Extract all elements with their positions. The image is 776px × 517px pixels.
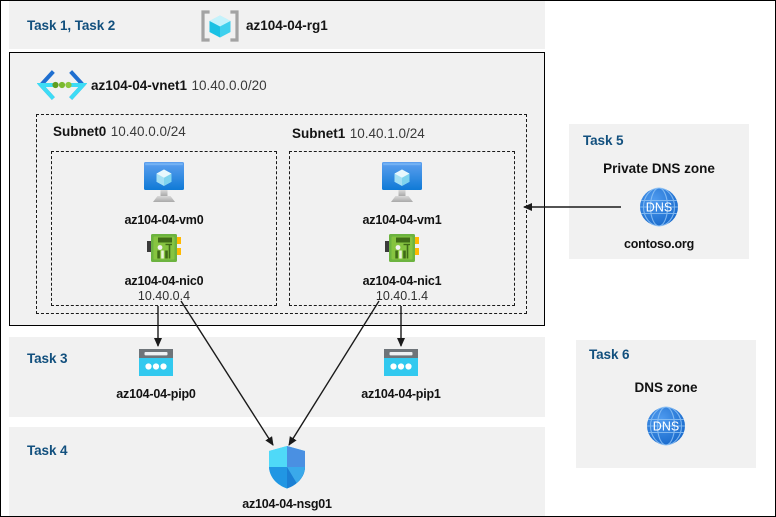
svg-text:DNS: DNS (653, 420, 679, 434)
nic1-ip: 10.40.1.4 (375, 289, 429, 303)
subnet0-name: Subnet0 (53, 124, 107, 139)
pip1-node: az104-04-pip1 (341, 346, 461, 402)
dns-zone-node: DNS (606, 403, 726, 456)
nic1-name: az104-04-nic1 (362, 274, 442, 288)
dns-zone-icon: DNS (606, 403, 726, 454)
vm0-node: az104-04-vm0 (104, 158, 224, 228)
dns-zone-icon: DNS (599, 184, 719, 235)
network-interface-icon (104, 231, 224, 272)
public-ip-address-icon (96, 346, 216, 385)
subnets-region (36, 114, 527, 314)
svg-text:DNS: DNS (646, 201, 672, 215)
subnet0-title: Subnet0 10.40.0.0/24 (53, 123, 186, 141)
task3-panel (9, 337, 545, 417)
nic0-ip: 10.40.0.4 (137, 289, 191, 303)
task6-label: Task 6 (589, 347, 630, 362)
task5-label: Task 5 (583, 133, 624, 148)
vm1-name: az104-04-vm1 (362, 213, 442, 227)
virtual-network-icon (36, 69, 88, 101)
subnet0-address-prefix: 10.40.0.0/24 (110, 124, 186, 139)
vm1-node: az104-04-vm1 (342, 158, 462, 228)
subnet1-address-prefix: 10.40.1.0/24 (349, 126, 425, 141)
pip0-name: az104-04-pip0 (116, 387, 196, 401)
task6-panel (576, 340, 756, 468)
subnet1-box (289, 151, 515, 306)
vnet-address-space: 10.40.0.0/20 (191, 78, 267, 93)
pip1-name: az104-04-pip1 (361, 387, 441, 401)
task3-label: Task 3 (27, 351, 68, 366)
virtual-machine-icon (342, 158, 462, 211)
nic1-node: az104-04-nic1 10.40.1.4 (342, 231, 462, 304)
task1-task2-panel (9, 1, 545, 49)
resource-group-icon (200, 9, 240, 43)
subnet1-name: Subnet1 (292, 126, 346, 141)
network-interface-icon (342, 231, 462, 272)
public-ip-address-icon (341, 346, 461, 385)
vnet-container (9, 52, 545, 326)
vm0-name: az104-04-vm0 (124, 213, 204, 227)
network-security-group-icon (214, 444, 360, 495)
virtual-machine-icon (104, 158, 224, 211)
subnet0-box (51, 151, 277, 306)
nic0-node: az104-04-nic0 10.40.0.4 (104, 231, 224, 304)
private-dns-zone-name: contoso.org (623, 237, 695, 251)
subnet1-title: Subnet1 10.40.1.0/24 (292, 125, 425, 143)
dns-zone-title: DNS zone (634, 380, 698, 395)
resource-group-name-row: az104-04-rg1 (246, 17, 328, 35)
private-dns-zone-title: Private DNS zone (603, 161, 715, 176)
task1-task2-label: Task 1, Task 2 (27, 18, 116, 33)
vnet-title: az104-04-vnet1 10.40.0.0/20 (91, 77, 267, 95)
vnet-name: az104-04-vnet1 (91, 78, 188, 93)
nsg-name: az104-04-nsg01 (242, 497, 332, 511)
resource-group-name: az104-04-rg1 (246, 18, 328, 33)
nsg-node: az104-04-nsg01 (214, 444, 360, 512)
task4-label: Task 4 (27, 443, 68, 458)
pip0-node: az104-04-pip0 (96, 346, 216, 402)
nic0-name: az104-04-nic0 (124, 274, 204, 288)
private-dns-zone-node: DNS contoso.org (599, 184, 719, 252)
